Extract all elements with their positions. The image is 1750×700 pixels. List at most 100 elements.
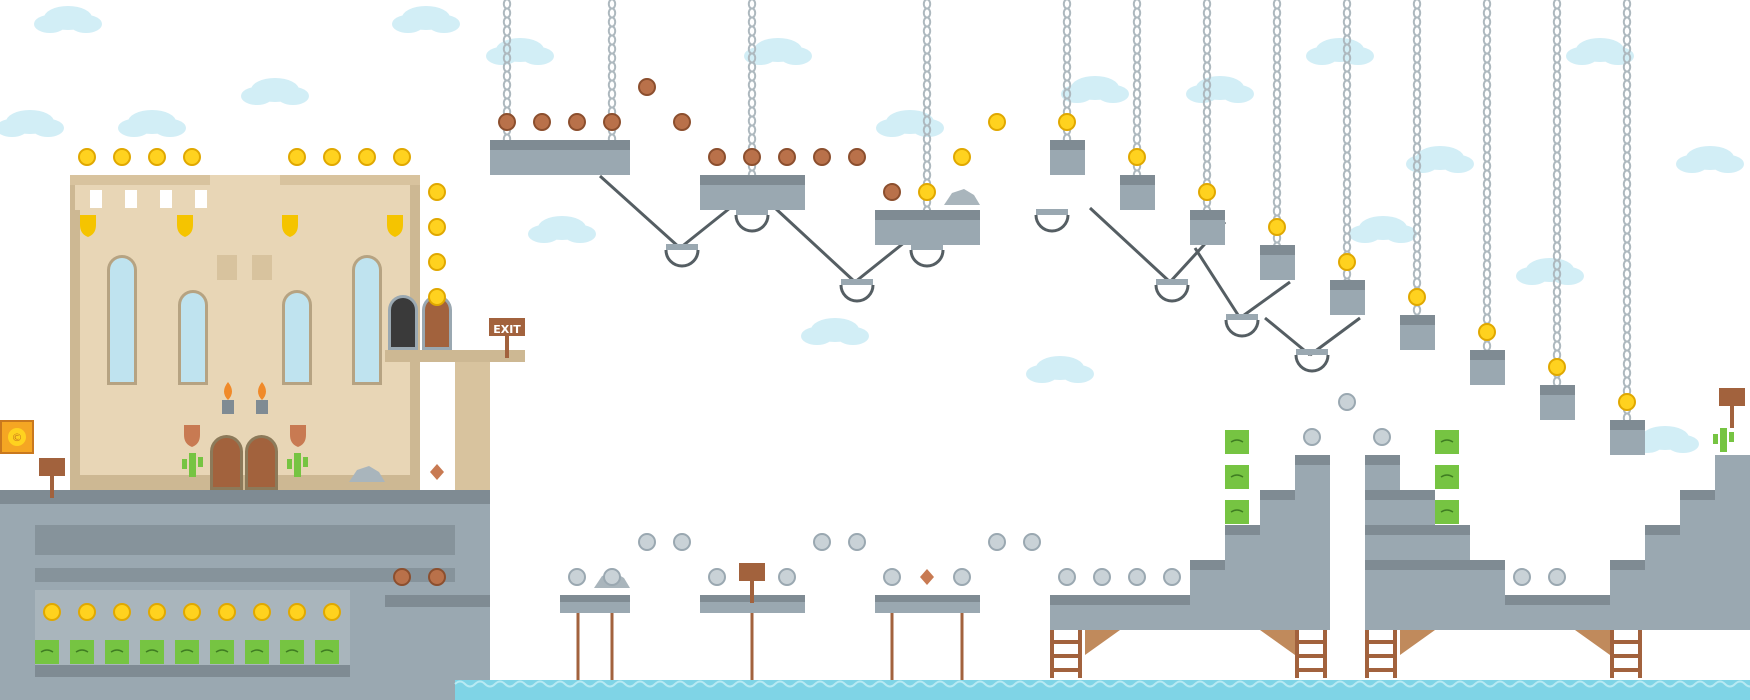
cloud-icon <box>1566 38 1634 65</box>
coin-icon <box>78 603 96 621</box>
stair-top <box>1365 560 1505 570</box>
slime-face <box>1230 439 1244 443</box>
ladder <box>1295 630 1327 678</box>
signpost-pole <box>1730 400 1734 428</box>
coin-icon <box>1338 253 1356 271</box>
coin-icon <box>848 148 866 166</box>
signpost-pole <box>50 470 54 498</box>
coin-icon <box>148 603 166 621</box>
chain-icon <box>1552 0 1562 388</box>
stair-block <box>1645 525 1680 630</box>
coin-icon <box>1128 568 1146 586</box>
coin-icon <box>113 148 131 166</box>
pier-top <box>560 595 630 602</box>
slime-block-icon <box>175 640 199 664</box>
coin-icon <box>253 603 271 621</box>
platform-top <box>1610 420 1645 430</box>
coin-icon <box>883 568 901 586</box>
cloud-icon <box>1516 258 1584 285</box>
gem <box>430 464 444 480</box>
slime-block-icon <box>1435 500 1459 524</box>
castle <box>70 175 525 490</box>
vault-floor <box>35 665 350 677</box>
coin-icon <box>148 148 166 166</box>
rope <box>598 174 682 250</box>
coin-icon <box>358 148 376 166</box>
chain-icon <box>1202 0 1212 217</box>
shield-icon <box>177 215 193 237</box>
slime-face <box>1440 474 1454 478</box>
coin-icon <box>1268 218 1286 236</box>
coin-icon <box>183 603 201 621</box>
stair-top <box>1365 525 1470 535</box>
coin-icon <box>708 568 726 586</box>
coin-icon <box>813 148 831 166</box>
cloud-icon <box>1676 146 1744 173</box>
coin-counter-hud: © <box>0 420 34 454</box>
castle-door <box>248 438 275 487</box>
platform-top <box>1260 245 1295 255</box>
cloud-icon <box>118 110 186 137</box>
swing-plate <box>1156 279 1188 285</box>
platform-top <box>1190 210 1225 220</box>
cloud-icon <box>241 78 309 105</box>
slime-block-icon <box>1225 500 1249 524</box>
swing-plate <box>1036 209 1068 215</box>
slime-block-icon <box>1225 465 1249 489</box>
coin-icon <box>428 568 446 586</box>
cloud-icon <box>801 318 869 345</box>
signpost-pole <box>505 330 509 358</box>
coin-icon <box>1478 323 1496 341</box>
coin-icon <box>1058 568 1076 586</box>
coin-icon <box>988 113 1006 131</box>
slime-block-icon <box>1225 430 1249 454</box>
coin-icon <box>428 218 446 236</box>
merlon <box>320 185 340 210</box>
swing-plate <box>666 244 698 250</box>
swing-plate <box>736 209 768 215</box>
swing-seat <box>1224 319 1260 338</box>
slime-face <box>110 649 124 653</box>
cactus-icon <box>189 453 196 477</box>
cactus-icon <box>294 453 301 477</box>
slime-block-icon <box>210 640 234 664</box>
swing-seat <box>664 249 700 268</box>
stair-block <box>1365 560 1505 630</box>
cloud-layer <box>0 6 1744 453</box>
rope <box>1088 206 1172 284</box>
ladder <box>1050 630 1082 678</box>
castle-window <box>181 293 205 382</box>
exit-sign-label: EXIT <box>493 323 521 336</box>
cactus-arm <box>303 457 308 467</box>
cloud-icon <box>1061 76 1129 103</box>
slime-face <box>320 649 334 653</box>
cactus-arm <box>198 457 203 467</box>
coin-icon <box>778 568 796 586</box>
crenel-gap <box>125 190 137 208</box>
castle-door <box>213 438 241 487</box>
shield-icon <box>387 215 403 237</box>
gem <box>920 569 934 585</box>
coin-icon <box>603 113 621 131</box>
swing-plate <box>1296 349 1328 355</box>
coin-icon <box>953 148 971 166</box>
platform-top <box>700 175 805 185</box>
platform-top <box>1400 315 1435 325</box>
flame <box>258 382 266 400</box>
coin-icon <box>1093 568 1111 586</box>
wooden-door <box>425 298 449 347</box>
castle-window <box>355 258 379 382</box>
mid-merlon <box>252 255 272 280</box>
coin-icon <box>918 183 936 201</box>
cactus-arm <box>287 459 292 469</box>
coin-icon <box>1338 393 1356 411</box>
coin-icon <box>708 148 726 166</box>
dark-doorway <box>391 298 415 347</box>
coin-icon <box>113 603 131 621</box>
slime-block-icon <box>70 640 94 664</box>
chain-icon <box>1132 0 1142 181</box>
swing-plate <box>911 244 943 250</box>
coin-icon <box>533 113 551 131</box>
coin-icon <box>428 288 446 306</box>
slime-face <box>1440 439 1454 443</box>
